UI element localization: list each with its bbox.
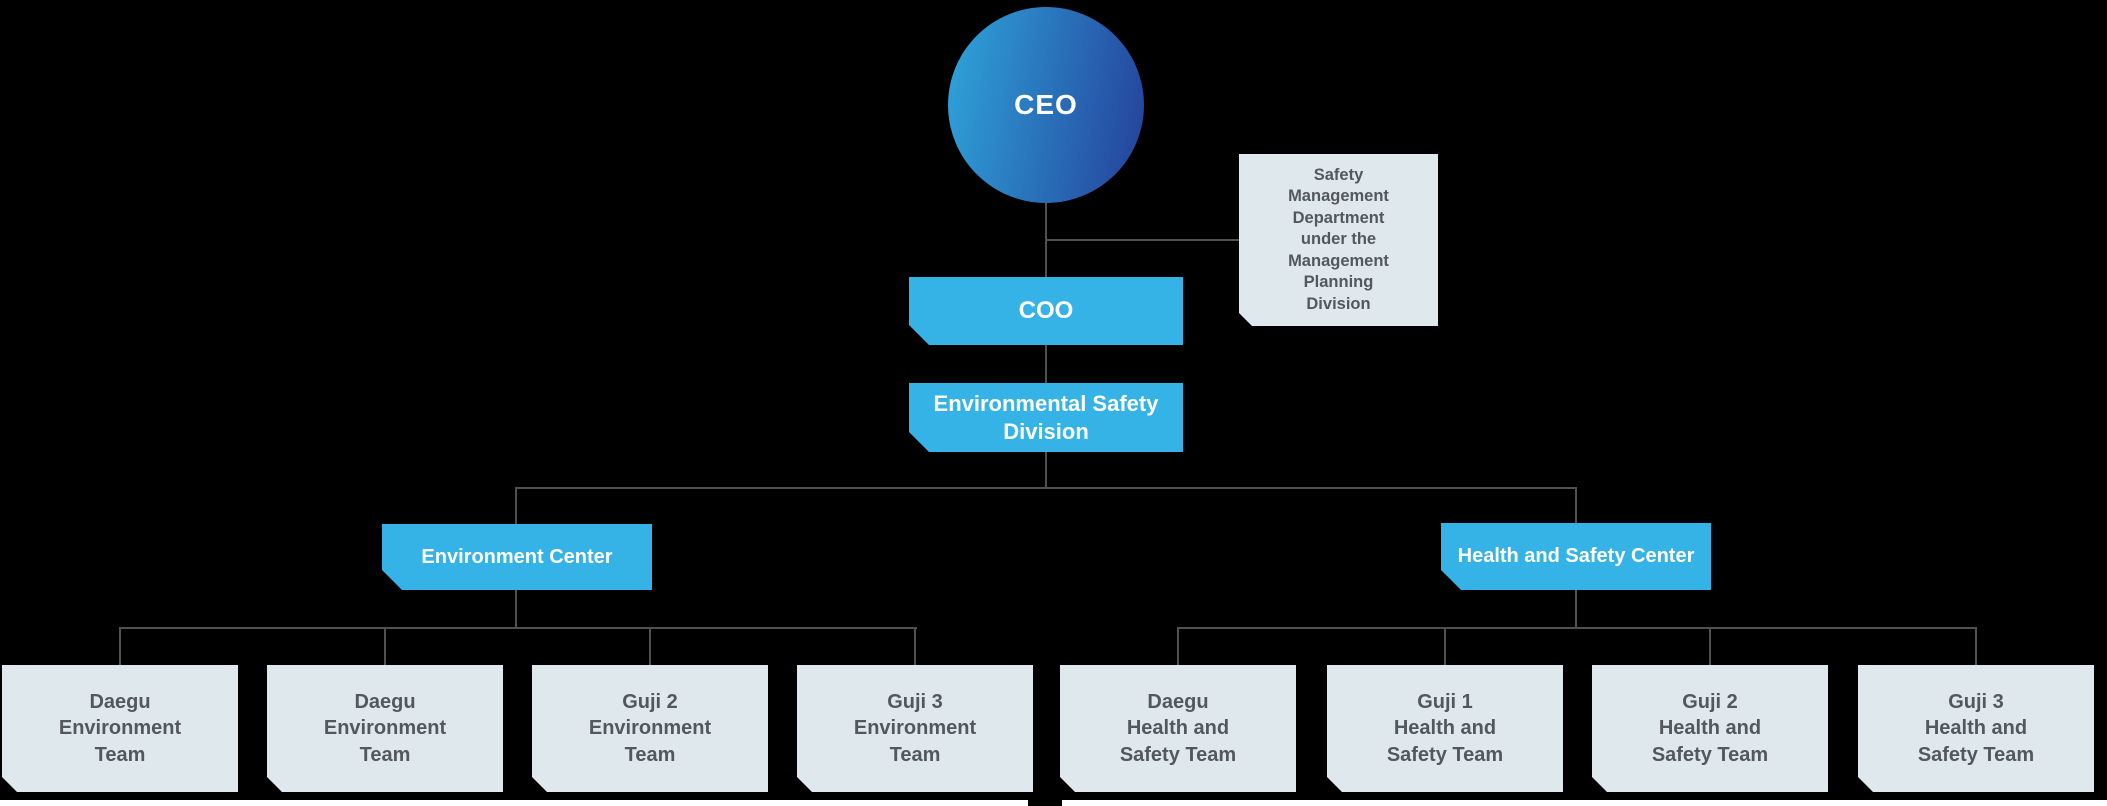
connector-hs-center-teams (1575, 590, 1577, 629)
team-label: Daegu Environment Team (58, 690, 182, 766)
team-label: Guji 1 Health and Safety Team (1386, 690, 1504, 766)
team-node-guji1-health-safety: Guji 1 Health and Safety Team (1327, 665, 1563, 792)
ceo-node: CEO (948, 7, 1144, 203)
connector-centers-horizontal (515, 487, 1577, 489)
connector-drop-env-center (515, 488, 517, 525)
connector-coo-division (1045, 345, 1047, 384)
connector-drop-team-3 (649, 628, 651, 666)
team-label: Guji 3 Environment Team (853, 690, 977, 766)
connector-drop-team-8 (1975, 628, 1977, 666)
team-node-guji2-environment: Guji 2 Environment Team (532, 665, 768, 792)
team-node-daegu-environment-1: Daegu Environment Team (2, 665, 238, 792)
team-label: Guji 2 Health and Safety Team (1651, 690, 1769, 766)
team-label: Guji 2 Environment Team (588, 690, 712, 766)
connector-division-centers (1045, 452, 1047, 489)
team-label: Daegu Health and Safety Team (1119, 690, 1237, 766)
coo-label: COO (1018, 297, 1074, 324)
clipped-section-edge-right (1062, 800, 2107, 806)
connector-drop-team-6 (1444, 628, 1446, 666)
environment-center-label: Environment Center (421, 545, 613, 568)
environment-center-node: Environment Center (382, 524, 652, 590)
ceo-label: CEO (1014, 89, 1078, 120)
team-node-guji3-health-safety: Guji 3 Health and Safety Team (1858, 665, 2094, 792)
connector-hs-teams-horizontal (1177, 627, 1977, 629)
connector-drop-team-2 (384, 628, 386, 666)
connector-drop-team-1 (119, 628, 121, 666)
team-node-daegu-health-safety: Daegu Health and Safety Team (1060, 665, 1296, 792)
team-node-daegu-environment-2: Daegu Environment Team (267, 665, 503, 792)
connector-env-center-teams (515, 590, 517, 629)
safety-management-department-node: Safety Management Department under the M… (1239, 154, 1438, 326)
health-and-safety-center-node: Health and Safety Center (1441, 523, 1711, 590)
safety-management-department-label: Safety Management Department under the M… (1288, 165, 1389, 313)
team-node-guji2-health-safety: Guji 2 Health and Safety Team (1592, 665, 1828, 792)
health-and-safety-center-label: Health and Safety Center (1457, 545, 1695, 567)
team-label: Guji 3 Health and Safety Team (1917, 690, 2035, 766)
connector-drop-hs-center (1575, 488, 1577, 524)
coo-node: COO (909, 277, 1183, 345)
environmental-safety-division-label: Environmental Safety Division (933, 391, 1159, 444)
connector-env-teams-horizontal (119, 627, 917, 629)
connector-drop-team-5 (1177, 628, 1179, 666)
clipped-section-edge-left (0, 800, 1028, 806)
connector-drop-team-4 (914, 628, 916, 666)
environmental-safety-division-node: Environmental Safety Division (909, 383, 1183, 452)
team-node-guji3-environment: Guji 3 Environment Team (797, 665, 1033, 792)
connector-drop-team-7 (1709, 628, 1711, 666)
connector-staff-note (1046, 239, 1239, 241)
team-label: Daegu Environment Team (323, 690, 447, 766)
